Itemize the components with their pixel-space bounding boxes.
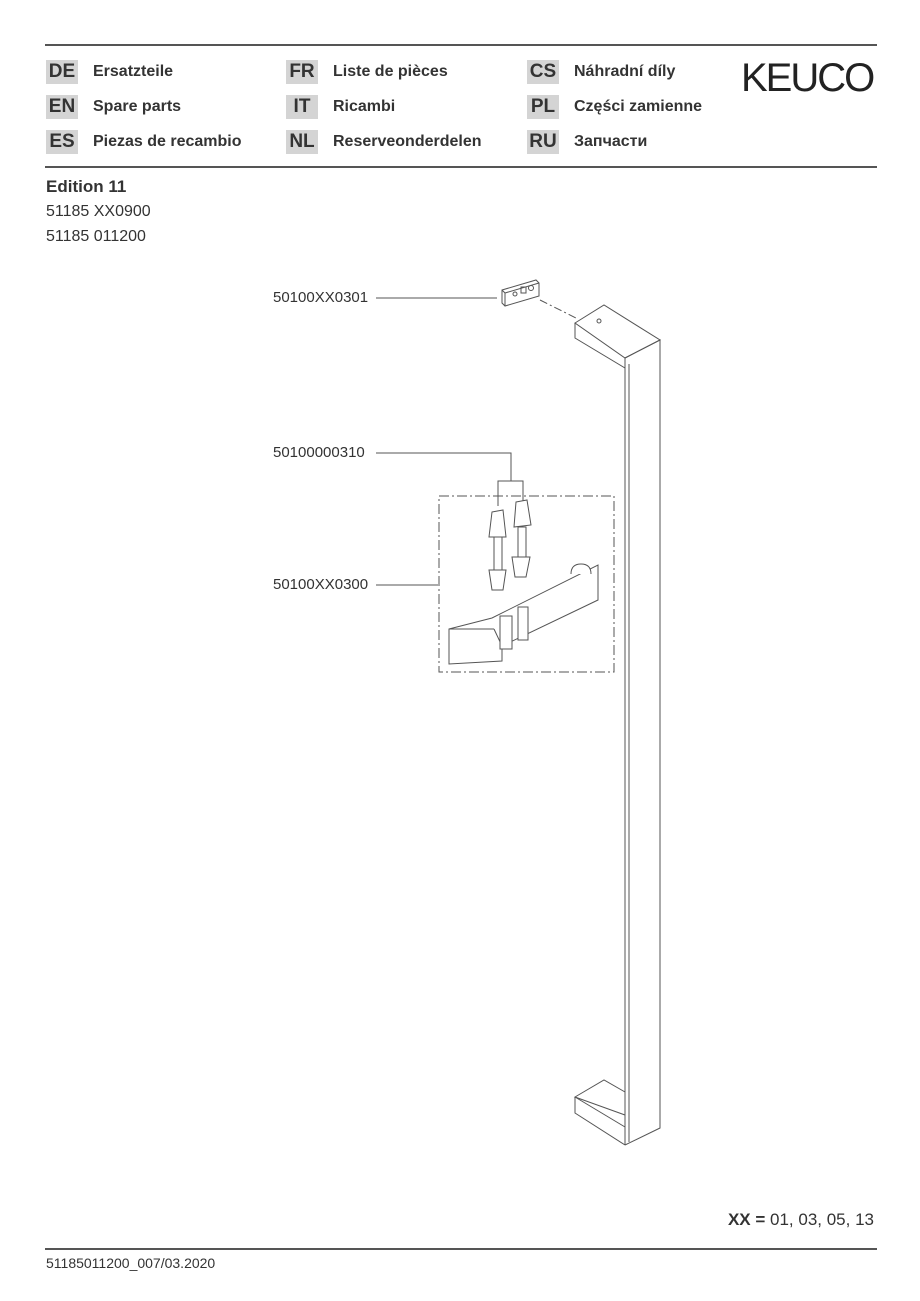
variants-values: 01, 03, 05, 13	[770, 1210, 874, 1229]
lang-es: ES Piezas de recambio	[46, 129, 242, 155]
mounting-plate	[501, 279, 540, 307]
lang-code: FR	[286, 60, 318, 84]
lang-label: Części zamienne	[574, 98, 703, 115]
part-number: 50100XX0300	[273, 576, 369, 593]
leader-line	[497, 480, 524, 506]
lang-label: Náhradní díly	[574, 63, 676, 80]
lang-label: Piezas de recambio	[93, 133, 242, 150]
lang-code: IT	[286, 95, 318, 119]
keuco-logo: KEUCO	[741, 56, 875, 100]
product-title: Edition 11	[46, 177, 127, 196]
handle-bar	[573, 304, 662, 1146]
assembly-frame	[438, 495, 615, 673]
lang-code: CS	[527, 60, 559, 84]
lang-label: Ricambi	[333, 98, 396, 115]
document-id: 51185011200_007/03.2020	[46, 1255, 216, 1271]
lang-cs: CS Náhradní díly	[527, 59, 675, 85]
product-number: 51185 XX0900	[46, 203, 151, 220]
lang-ru: RU Запчасти	[527, 129, 647, 155]
variants-key: XX =	[727, 1210, 766, 1229]
lang-label: Liste de pièces	[333, 63, 448, 80]
lang-label: Запчасти	[574, 133, 648, 150]
lang-code: RU	[527, 130, 559, 154]
lang-label: Ersatzteile	[93, 63, 174, 80]
lang-label: Reserveonderdelen	[333, 133, 482, 150]
lang-code: DE	[46, 60, 78, 84]
lang-pl: PL Części zamienne	[527, 94, 702, 120]
lang-nl: NL Reserveonderdelen	[286, 129, 482, 155]
variants-note: XX = 01, 03, 05, 13	[728, 1210, 874, 1230]
lang-it: IT Ricambi	[286, 94, 395, 120]
product-number: 51185 011200	[46, 228, 146, 245]
lang-fr: FR Liste de pièces	[286, 59, 448, 85]
lang-code: NL	[286, 130, 318, 154]
clip-pins	[488, 499, 532, 591]
leader-line	[376, 452, 512, 481]
header-rule	[45, 166, 877, 168]
footer-rule	[45, 1248, 877, 1250]
lang-label: Spare parts	[93, 98, 182, 115]
axis-line	[539, 299, 577, 319]
lang-code: PL	[527, 95, 559, 119]
lang-code: EN	[46, 95, 78, 119]
holder	[448, 563, 599, 665]
top-rule	[45, 44, 877, 46]
part-number: 50100000310	[273, 444, 365, 461]
lang-de: DE Ersatzteile	[46, 59, 173, 85]
part-number: 50100XX0301	[273, 289, 369, 306]
lang-en: EN Spare parts	[46, 94, 181, 120]
lang-code: ES	[46, 130, 78, 154]
